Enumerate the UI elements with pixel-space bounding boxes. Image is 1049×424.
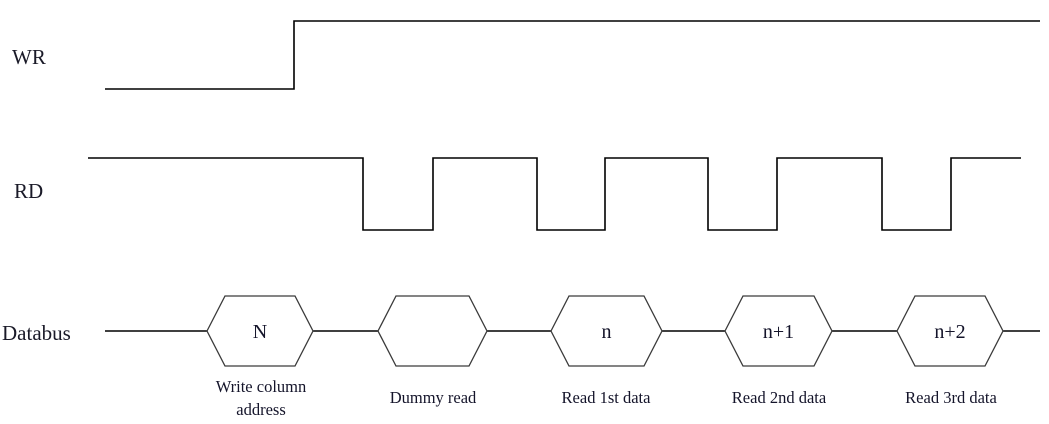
signal-label-rd: RD — [14, 179, 43, 203]
databus-packet-hexagon — [550, 295, 663, 367]
databus-packet-caption: Read 3rd data — [905, 388, 997, 407]
databus-packet-value: n — [602, 321, 612, 343]
databus-packet-hexagon — [896, 295, 1004, 367]
databus-packet-caption: address — [236, 400, 285, 419]
signal-label-wr: WR — [12, 45, 46, 69]
databus-packet-value: n+1 — [763, 321, 794, 343]
waveform-rd — [88, 157, 1021, 231]
signal-group-rd: RD — [14, 157, 1021, 231]
databus-packet-value: n+2 — [934, 321, 965, 343]
databus-packet-caption: Read 2nd data — [732, 388, 827, 407]
databus-packet-hexagon — [377, 295, 488, 367]
databus-packet-hexagon — [206, 295, 314, 367]
databus-packet-hexagon — [724, 295, 833, 367]
databus-packet-caption: Dummy read — [390, 388, 477, 407]
signal-label-databus: Databus — [2, 321, 71, 345]
waveform-wr — [105, 20, 1040, 90]
databus-packet-caption: Write column — [216, 377, 307, 396]
databus-packet-caption: Read 1st data — [562, 388, 652, 407]
databus-packet-value: N — [253, 321, 267, 343]
databus-caption-group: Write column address Dummy read Read 1st da… — [216, 377, 998, 419]
signal-group-wr: WR — [12, 20, 1040, 90]
